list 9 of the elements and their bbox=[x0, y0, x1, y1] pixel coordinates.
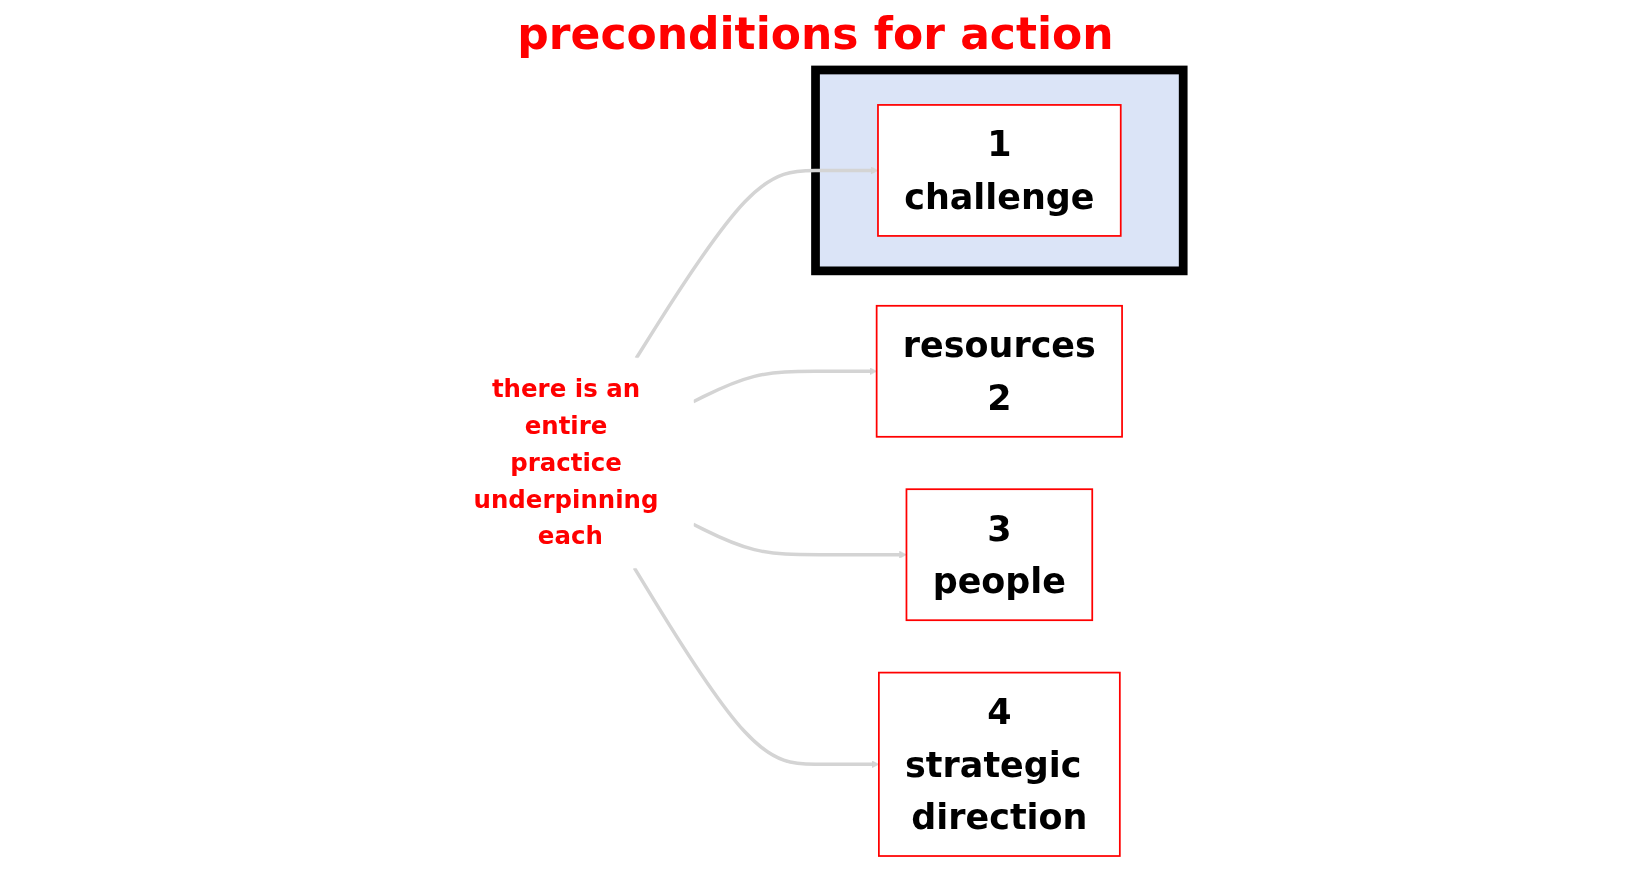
node-box: 4 strategic direction bbox=[878, 671, 1121, 857]
node-box: resources 2 bbox=[876, 304, 1124, 438]
node-box: 3 people bbox=[905, 488, 1094, 622]
node-box: 1 challenge bbox=[877, 104, 1122, 237]
arrow bbox=[633, 566, 880, 769]
diagram-title: preconditions for action bbox=[516, 8, 1115, 59]
node-text: there is an entire practice underpinning each bbox=[473, 374, 659, 551]
cluster bbox=[811, 65, 1188, 276]
arrow bbox=[634, 166, 879, 360]
